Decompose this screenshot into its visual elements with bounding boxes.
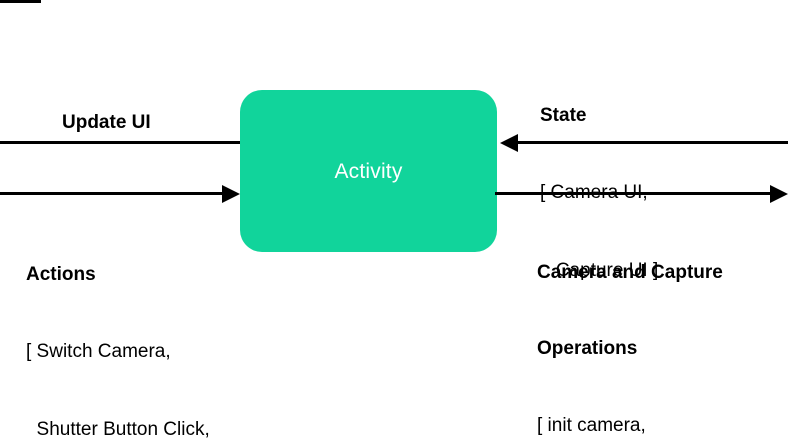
camera-capture-operations-item: [ init camera, [537,415,646,436]
edge-line-actions [0,192,226,195]
state-header: State [540,105,587,126]
edge-line-state [518,141,788,144]
edge-line-update-ui [0,141,242,144]
camera-capture-operations-header-line-2: Operations [537,338,638,359]
arrowhead-state-icon [500,133,518,152]
edge-label-update-ui: Update UI [62,112,151,133]
edge-line-camera-capture-operations [495,192,770,195]
actions-item: Shutter Button Click, [26,419,210,440]
edge-label-actions: Actions [ Switch Camera, Shutter Button … [26,211,256,444]
actions-header: Actions [26,264,96,285]
actions-item: [ Switch Camera, [26,341,171,362]
camera-capture-operations-header-line-1: Camera and Capture [537,262,723,283]
activity-node[interactable]: Activity [240,90,497,252]
corner-rule-mark [0,0,41,3]
arrowhead-actions-icon [222,184,240,203]
state-item: Capture UI ] [540,260,659,281]
activity-node-label: Activity [334,159,403,183]
arrowhead-camera-capture-operations-icon [770,184,788,203]
edge-label-camera-capture-operations: Camera and Capture Operations [ init cam… [537,209,723,444]
